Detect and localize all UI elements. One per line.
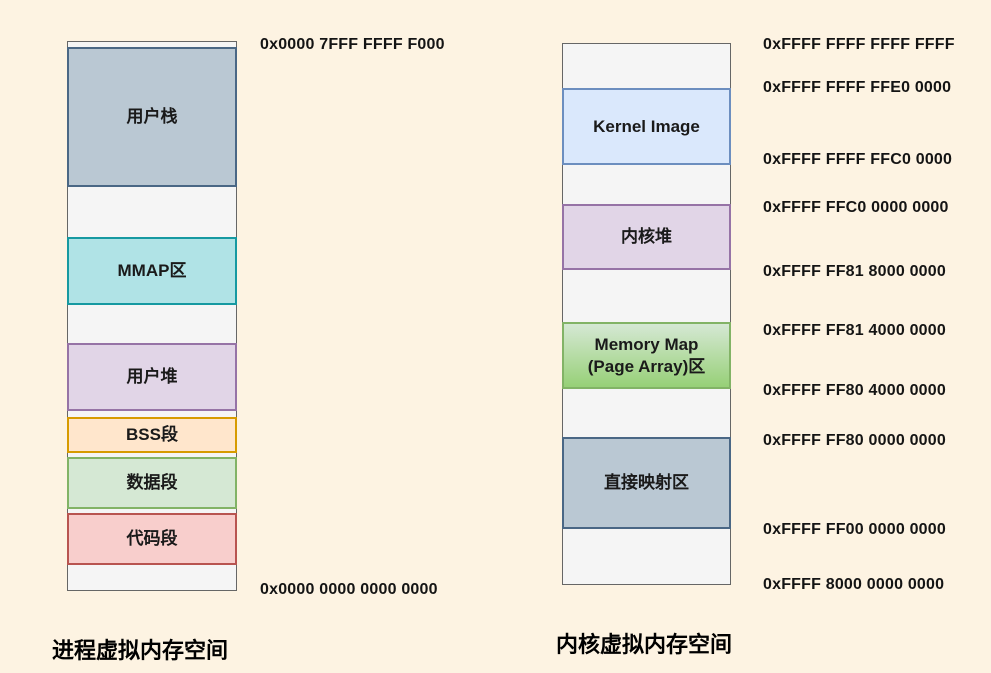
kernel-address-3: 0xFFFF FFC0 0000 0000 xyxy=(763,199,949,216)
kernel-address-7: 0xFFFF FF80 0000 0000 xyxy=(763,432,946,449)
segment-label: BSS段 xyxy=(126,425,178,445)
segment-memory-map-page-array: Memory Map (Page Array)区 xyxy=(562,322,731,389)
segment-label: Kernel Image xyxy=(593,116,700,136)
kernel-address-0: 0xFFFF FFFF FFFF FFFF xyxy=(763,36,955,53)
segment-user-heap: 用户堆 xyxy=(67,343,237,411)
kernel-address-2: 0xFFFF FFFF FFC0 0000 xyxy=(763,151,953,168)
segment-code: 代码段 xyxy=(67,513,237,565)
segment-label: Memory Map (Page Array)区 xyxy=(587,335,706,376)
process-memory-column: 用户栈 MMAP区 用户堆 BSS段 数据段 代码段 xyxy=(67,41,237,591)
segment-data: 数据段 xyxy=(67,457,237,509)
process-bottom-address: 0x0000 0000 0000 0000 xyxy=(260,581,438,598)
segment-mmap-area: MMAP区 xyxy=(67,237,237,305)
segment-kernel-heap: 内核堆 xyxy=(562,204,731,270)
kernel-address-5: 0xFFFF FF81 4000 0000 xyxy=(763,322,946,339)
kernel-address-8: 0xFFFF FF00 0000 0000 xyxy=(763,521,946,538)
process-space-caption: 进程虚拟内存空间 xyxy=(52,638,229,663)
segment-kernel-image: Kernel Image xyxy=(562,88,731,165)
segment-bss: BSS段 xyxy=(67,417,237,453)
kernel-address-4: 0xFFFF FF81 8000 0000 xyxy=(763,263,946,280)
segment-label: 用户栈 xyxy=(126,107,178,127)
segment-label: 用户堆 xyxy=(126,367,178,387)
kernel-space-caption: 内核虚拟内存空间 xyxy=(556,632,733,657)
segment-direct-mapping: 直接映射区 xyxy=(562,437,731,529)
segment-user-stack: 用户栈 xyxy=(67,47,237,187)
segment-label: 直接映射区 xyxy=(604,473,689,493)
segment-label: MMAP区 xyxy=(117,261,187,281)
segment-label: 内核堆 xyxy=(621,227,672,247)
kernel-address-6: 0xFFFF FF80 4000 0000 xyxy=(763,382,946,399)
kernel-memory-column: Kernel Image 内核堆 Memory Map (Page Array)… xyxy=(562,43,731,585)
kernel-address-1: 0xFFFF FFFF FFE0 0000 xyxy=(763,79,952,96)
process-top-address: 0x0000 7FFF FFFF F000 xyxy=(260,36,445,53)
kernel-address-9: 0xFFFF 8000 0000 0000 xyxy=(763,576,945,593)
segment-label: 代码段 xyxy=(126,529,178,549)
segment-label: 数据段 xyxy=(126,473,178,493)
